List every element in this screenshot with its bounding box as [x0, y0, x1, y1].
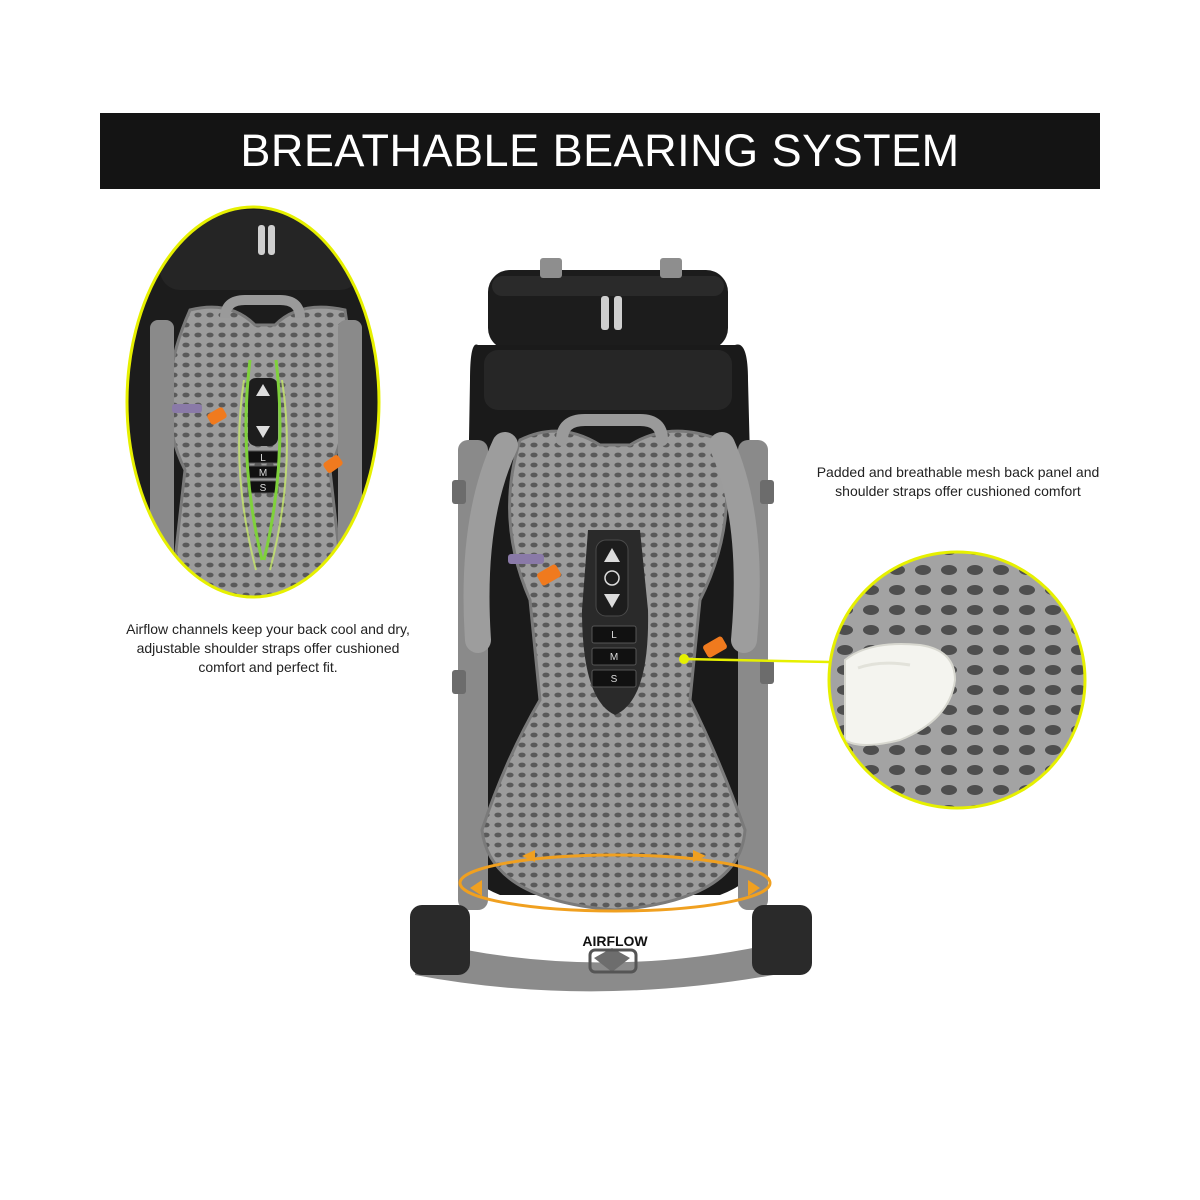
- title-banner: BREATHABLE BEARING SYSTEM: [100, 113, 1100, 189]
- backpack-image: L M S: [410, 258, 812, 992]
- zoom-detail-right: [679, 550, 1087, 810]
- airflow-arrows: [238, 359, 288, 571]
- zoom-size-m: M: [259, 468, 267, 479]
- banner-title: BREATHABLE BEARING SYSTEM: [240, 125, 960, 176]
- airflow-label: AIRFLOW: [582, 933, 648, 949]
- size-mark-m: M: [610, 652, 618, 663]
- zoom-detail-left: L M S: [125, 205, 381, 599]
- size-mark-s: S: [611, 674, 618, 685]
- caption-mesh-back-panel: Padded and breathable mesh back panel an…: [816, 464, 1100, 499]
- zoom-size-s: S: [260, 483, 267, 494]
- size-mark-l: L: [611, 630, 617, 641]
- zoom-size-l: L: [260, 453, 266, 464]
- caption-airflow-channels: Airflow channels keep your back cool and…: [126, 621, 410, 675]
